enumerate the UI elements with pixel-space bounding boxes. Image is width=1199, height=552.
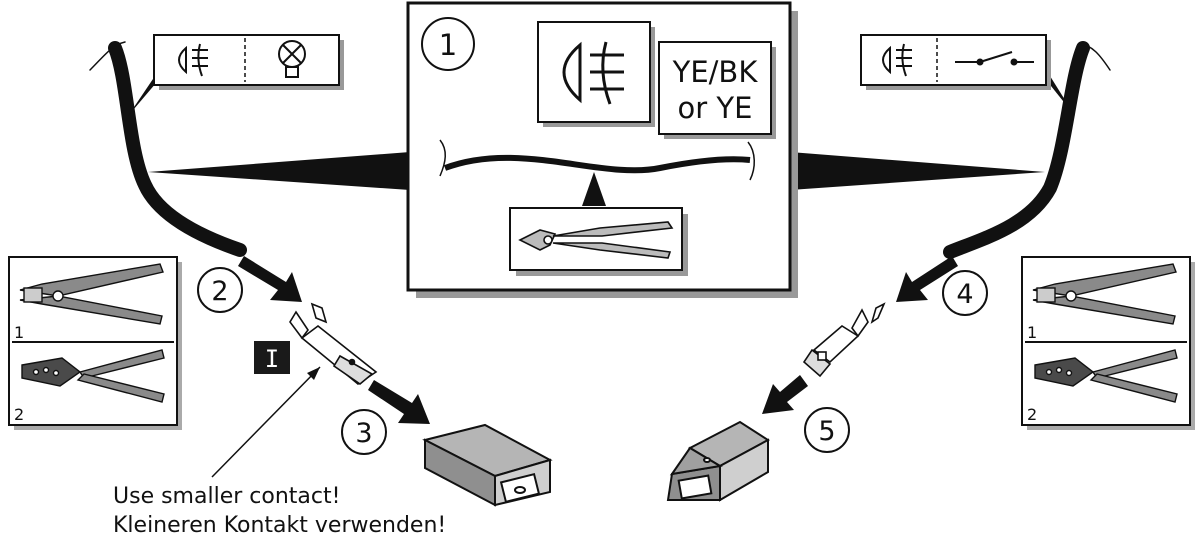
tool-option-1: 1: [1027, 323, 1037, 342]
cut-point-marker: [582, 172, 606, 206]
step-number-5: 5: [818, 416, 835, 447]
step-badge-2: [197, 267, 243, 313]
right-tool-panel: 1 2: [1021, 256, 1195, 430]
wire-stripper-icon: [1032, 263, 1177, 325]
terminal-contact-icon: [289, 302, 378, 386]
bulb-icon: [278, 40, 306, 78]
arrow-step-2: [238, 256, 302, 302]
switch-icon: [955, 51, 1034, 66]
fog-lamp-icon: [562, 41, 624, 105]
tool-option-2: 2: [14, 405, 24, 424]
connector-housing-icon: [666, 420, 770, 502]
wire-segment: [443, 154, 751, 174]
note-line-1: Use smaller contact!: [113, 484, 340, 509]
left-cable-label: [128, 34, 344, 116]
right-cable: [943, 41, 1090, 259]
step-number-2: 2: [211, 276, 228, 307]
step-number-4: 4: [956, 279, 973, 310]
step-badge-4: [942, 270, 988, 316]
step-number-1: 1: [439, 28, 457, 62]
arrow-step-5: [762, 375, 808, 414]
step-badge-1: [421, 17, 475, 71]
crimping-tool-icon: [1034, 349, 1178, 403]
step-1-box: 1 YE/BK or YE: [406, 1, 798, 298]
side-cutter-icon: [518, 221, 674, 259]
right-cable-label: [860, 34, 1075, 116]
arrow-step-3: [368, 380, 430, 424]
left-pointer-wedge: [148, 152, 410, 190]
fog-lamp-icon: [882, 43, 912, 77]
note-line-2: Kleineren Kontakt verwenden!: [113, 513, 446, 538]
fog-lamp-icon: [178, 43, 208, 77]
left-cable: [108, 41, 247, 257]
wire-stripper-icon: [19, 263, 164, 325]
wire-color-label: YE/BK: [672, 55, 759, 89]
tool-option-1: 1: [14, 323, 24, 342]
cables: [89, 41, 1111, 259]
section-marker: [254, 341, 290, 374]
terminal-contact-icon: [802, 302, 886, 378]
step-number-3: 3: [355, 418, 372, 449]
process-arrows: [238, 256, 958, 424]
step-badge-5: [804, 407, 850, 453]
right-pointer-wedge: [790, 152, 1045, 190]
note-leader: [211, 366, 321, 478]
wire-color-alt-label: or YE: [678, 91, 753, 125]
crimping-tool-icon: [21, 349, 165, 403]
arrow-step-4: [896, 256, 958, 302]
tool-option-2: 2: [1027, 405, 1037, 424]
step-badge-3: [341, 409, 387, 455]
section-marker-label: I: [265, 345, 279, 373]
connector-housing-icon: [422, 423, 553, 507]
left-tool-panel: 1 2: [8, 256, 182, 430]
